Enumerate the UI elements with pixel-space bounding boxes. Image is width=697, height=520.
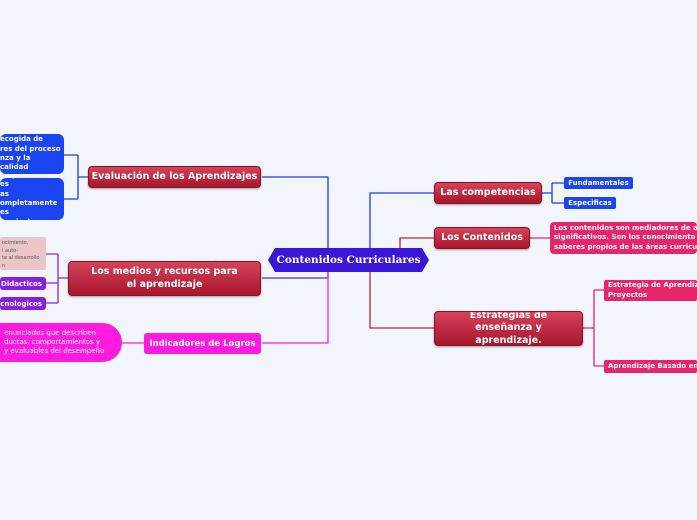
topic-competencias[interactable]: Las competencias [434,182,542,204]
evaluacion-note-1-text: ecogida de res del proceso nza y la cali… [0,135,61,172]
topic-indicadores[interactable]: Indicadores de Logros [144,333,261,354]
topic-estrategias[interactable]: Estrategias de enseñanza y aprendizaje. [434,311,583,346]
leaf-especificas[interactable]: Especificas [564,197,616,209]
topic-medios-label: Los medios y recursos para el aprendizaj… [91,266,238,290]
line-central-evaluacion [262,176,329,248]
evaluacion-note-1[interactable]: ecogida de res del proceso nza y la cali… [0,134,64,174]
line-competencias-leaves [542,182,564,204]
contenidos-note[interactable]: Los contenidos son mediadores de a signi… [550,222,697,254]
topic-indicadores-label: Indicadores de Logros [149,338,256,349]
line-central-contenidos [399,237,434,248]
central-topic[interactable]: Contenidos Curriculares [268,248,429,272]
leaf-fundamentales-label: Fundamentales [568,179,629,187]
leaf-didacticos[interactable]: Didacticos [0,277,46,290]
medios-note-text: ocimiento, l auto- te al desarrollo n [2,240,40,269]
leaf-especificas-label: Especificas [568,199,612,207]
indicadores-note[interactable]: enunciados que describen ductas, comport… [0,323,122,362]
line-central-competencias [369,192,434,248]
central-topic-label: Contenidos Curriculares [276,254,421,266]
leaf-aprendizaje-basado-label: Aprendizaje Basado en [608,361,697,370]
topic-evaluacion[interactable]: Evaluación de los Aprendizajes [88,166,261,188]
medios-note[interactable]: ocimiento, l auto- te al desarrollo n [0,237,46,270]
line-evaluacion-notes [64,154,88,200]
evaluacion-note-2-text: ompetencias es as ompletamente es curric… [0,178,58,220]
leaf-tecnologicos[interactable]: ecnologicos [0,297,46,310]
line-central-indicadores [262,272,329,344]
topic-contenidos[interactable]: Los Contenidos [434,227,530,249]
topic-evaluacion-label: Evaluación de los Aprendizajes [91,170,258,182]
leaf-aprendizaje-basado[interactable]: Aprendizaje Basado en [604,360,697,373]
line-estrategias-leaves [583,289,604,367]
topic-contenidos-label: Los Contenidos [441,231,523,243]
leaf-tecnologicos-label: ecnologicos [0,299,42,308]
leaf-didacticos-label: Didacticos [1,279,42,288]
leaf-fundamentales[interactable]: Fundamentales [564,177,633,189]
topic-competencias-label: Las competencias [440,186,536,198]
leaf-estrategia-proyectos-label: Estrategia de Aprendiz Proyectos [608,281,697,299]
contenidos-note-text: Los contenidos son mediadores de a signi… [554,223,697,251]
leaf-estrategia-proyectos[interactable]: Estrategia de Aprendiz Proyectos [604,280,697,301]
line-medios-leaves [46,253,68,304]
evaluacion-note-2[interactable]: ompetencias es as ompletamente es curric… [0,178,64,220]
topic-medios[interactable]: Los medios y recursos para el aprendizaj… [68,261,261,296]
line-central-estrategias [369,272,434,329]
topic-estrategias-label: Estrategias de enseñanza y aprendizaje. [469,311,548,346]
indicadores-note-text: enunciados que describen ductas, comport… [4,328,105,356]
line-central-medios [262,272,329,279]
